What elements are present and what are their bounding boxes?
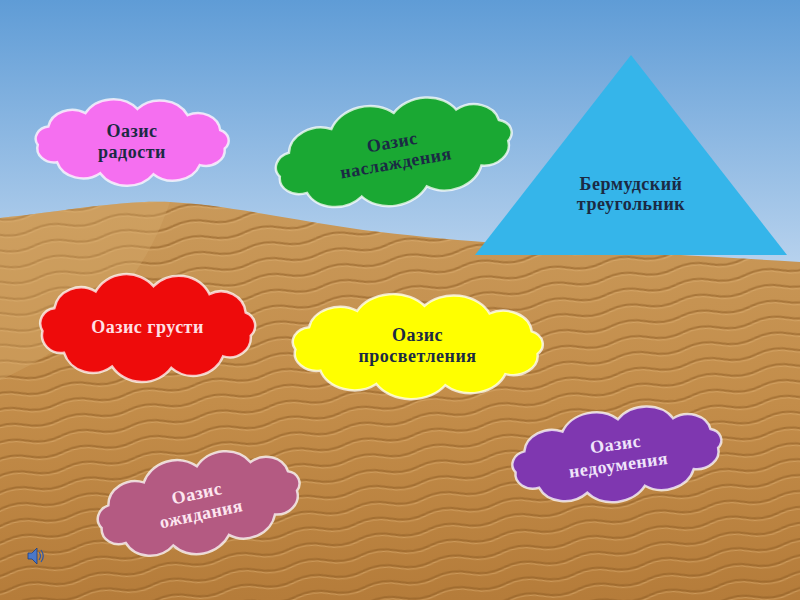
triangle-shape: Бермудский треугольник [475, 55, 787, 255]
cloud-fill [268, 82, 521, 225]
cloud-shape: Оазис грусти [25, 270, 270, 385]
cloud-fill [89, 435, 310, 573]
cloud-fill [36, 99, 229, 185]
cloud-shape: Оазис радости [22, 96, 242, 188]
cloud-fill [507, 395, 728, 515]
sand-ripples [0, 202, 800, 600]
cloud-fill [293, 294, 543, 399]
cloud-shape: Оазис просветления [275, 290, 560, 402]
node-label: Бермудский треугольник [577, 174, 685, 215]
triangle-fill [475, 55, 787, 255]
triangle-outline [475, 55, 787, 255]
node-label: Оазис просветления [358, 325, 476, 366]
sand-dune [0, 202, 800, 600]
node-label: Оазис грусти [91, 317, 204, 338]
cloud-fill [40, 274, 255, 382]
node-label: Оазис радости [98, 121, 166, 162]
speaker-icon [28, 548, 43, 564]
